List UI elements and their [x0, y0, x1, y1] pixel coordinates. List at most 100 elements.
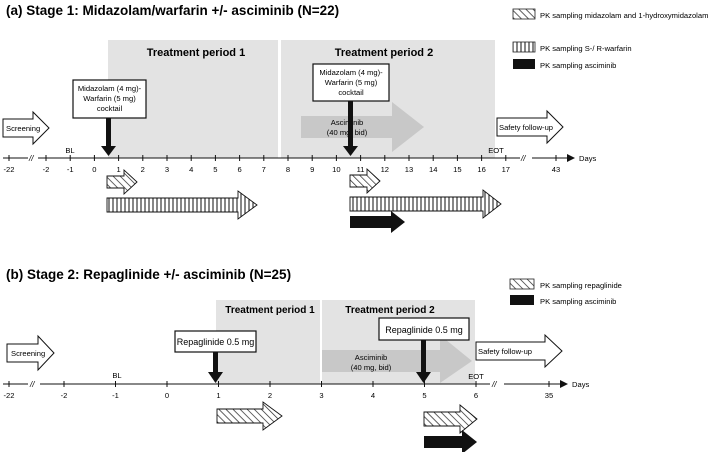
stage1-dose-arrow-day1 — [101, 118, 116, 156]
stage2-tick-label: -2 — [61, 391, 68, 400]
stage1-tick-label: 12 — [381, 165, 389, 174]
stage1-tick-label: 15 — [453, 165, 461, 174]
stage1-tick-label: 17 — [502, 165, 510, 174]
stage2-pk-asciminib-arrow — [424, 430, 477, 452]
stage1-asciminib-line1: Asciminib — [331, 118, 364, 127]
stage2-eot-label: EOT — [468, 372, 484, 381]
stage1-pk-midazolam-arrow-1 — [106, 168, 138, 196]
stage1-tick-label: 1 — [116, 165, 120, 174]
legend-solid-swatch — [513, 59, 535, 69]
stage1-tick-label: 7 — [262, 165, 266, 174]
stage2-tick-label: 0 — [165, 391, 169, 400]
stage2-period2-label: Treatment period 2 — [345, 305, 435, 316]
stage2-tick-label: 6 — [474, 391, 478, 400]
stage1-cocktail-box-2-line2: Warfarin (5 mg) — [325, 78, 378, 87]
stage2-tick-label: -1 — [112, 391, 119, 400]
stage2-tick-label: 4 — [371, 391, 375, 400]
stage2-pk-repaglinide-arrow-1 — [216, 401, 283, 431]
stage2-screening-label: Screening — [11, 349, 45, 358]
stage1-pk-warfarin-arrow-1 — [106, 190, 258, 220]
stage2-legend: PK sampling repaglinide PK sampling asci… — [509, 278, 622, 306]
stage1-legend: PK sampling midazolam and 1-hydroxymidaz… — [512, 8, 708, 70]
stage2-tick-label: -22 — [4, 391, 15, 400]
stage2-tick-label: 35 — [545, 391, 553, 400]
stage1-tick-label: 10 — [332, 165, 340, 174]
stage1-tick-label: 0 — [92, 165, 96, 174]
stage2-asciminib-arrow — [322, 335, 472, 383]
stage2-period1-label: Treatment period 1 — [225, 305, 315, 316]
stage1-safety-arrow — [496, 109, 564, 145]
stage1-period1-label: Treatment period 1 — [147, 47, 245, 59]
stage2-asciminib-line2: (40 mg, bid) — [351, 363, 392, 372]
stage1-dose-arrow-day11 — [343, 101, 358, 156]
stage2-pk-repaglinide-arrow-2 — [423, 404, 478, 434]
stage2-bl-label: BL — [112, 371, 121, 380]
legend-hatch-swatch — [512, 8, 536, 20]
stage1-pk-warfarin-arrow-2 — [349, 189, 502, 219]
stage1-tick-label: 4 — [189, 165, 193, 174]
stage1-period2-label: Treatment period 2 — [335, 47, 433, 59]
legend-item-midazolam: PK sampling midazolam and 1-hydroxymidaz… — [540, 11, 708, 20]
legend-solid-swatch — [510, 295, 534, 305]
stage1-tick-label: 9 — [310, 165, 314, 174]
stage2-tick-labels: -22 -2 -1 0 1 2 3 4 5 6 35 — [4, 381, 553, 400]
legend-item-asciminib: PK sampling asciminib — [540, 297, 616, 306]
stage1-axis-break-2: // — [520, 154, 526, 163]
stage2-safety-arrow — [475, 333, 563, 369]
stage1-eot-label: EOT — [488, 146, 504, 155]
stage2-tick-label: 2 — [268, 391, 272, 400]
stage2-asciminib-line1: Asciminib — [355, 353, 388, 362]
stage1-pk-asciminib-arrow — [350, 211, 405, 233]
stage2-axis-days-label: Days — [572, 380, 590, 389]
stage2-axis-break-2: // — [491, 380, 497, 389]
stage1-tick-label: 11 — [357, 165, 365, 174]
stage2-title: (b) Stage 2: Repaglinide +/- asciminib (… — [6, 267, 291, 282]
stage1-panel: (a) Stage 1: Midazolam/warfarin +/- asci… — [2, 3, 708, 233]
stage1-tick-label: -2 — [43, 165, 50, 174]
stage2-tick-label: 3 — [319, 391, 323, 400]
stage1-tick-label: 5 — [213, 165, 217, 174]
stage2-tick-label: 1 — [216, 391, 220, 400]
stage2-repaglinide-box-2-label: Repaglinide 0.5 mg — [385, 325, 463, 335]
stage1-axis-break-1: // — [28, 154, 34, 163]
stage1-safety-label: Safety follow-up — [499, 123, 553, 132]
legend-item-repaglinide: PK sampling repaglinide — [540, 281, 622, 290]
stage1-screening-label: Screening — [6, 124, 40, 133]
stage1-title: (a) Stage 1: Midazolam/warfarin +/- asci… — [6, 3, 339, 18]
stage2-axis-break-1: // — [29, 380, 35, 389]
stage1-tick-label: 3 — [165, 165, 169, 174]
stage1-asciminib-arrow — [301, 102, 424, 152]
stage1-cocktail-box-1-line1: Midazolam (4 mg)- — [78, 84, 142, 93]
legend-item-warfarin: PK sampling S-/ R-warfarin — [540, 44, 632, 53]
stage1-asciminib-line2: (40 mg, bid) — [327, 128, 368, 137]
stage1-screening-arrow — [2, 110, 50, 146]
stage1-tick-label: 8 — [286, 165, 290, 174]
legend-item-asciminib: PK sampling asciminib — [540, 61, 616, 70]
stage1-bl-label: BL — [65, 146, 74, 155]
stage1-tick-label: 2 — [141, 165, 145, 174]
stage2-dose-arrow-day1 — [208, 352, 223, 383]
stage1-tick-label: -1 — [67, 165, 74, 174]
stage1-cocktail-box-2-line1: Midazolam (4 mg)- — [319, 68, 383, 77]
stage1-cocktail-box-1-line2: Warfarin (5 mg) — [83, 94, 136, 103]
stage2-panel: (b) Stage 2: Repaglinide +/- asciminib (… — [3, 267, 622, 452]
stage1-tick-label: -22 — [4, 165, 15, 174]
stage1-cocktail-box-2-line3: cocktail — [338, 88, 364, 97]
stage1-cocktail-box-1-line3: cocktail — [97, 104, 123, 113]
stage2-screening-arrow — [6, 334, 55, 372]
stage2-tick-label: 5 — [422, 391, 426, 400]
stage1-tick-label: 16 — [477, 165, 485, 174]
stage2-dose-arrow-day5 — [416, 340, 431, 383]
legend-stripe-swatch — [512, 41, 536, 53]
stage1-pk-midazolam-arrow-2 — [349, 167, 381, 195]
stage2-repaglinide-box-1-label: Repaglinide 0.5 mg — [177, 337, 255, 347]
stage2-safety-label: Safety follow-up — [478, 347, 532, 356]
stage1-tick-label: 6 — [237, 165, 241, 174]
stage1-tick-label: 13 — [405, 165, 413, 174]
stage1-tick-label: 43 — [552, 165, 560, 174]
legend-hatch-swatch — [509, 278, 535, 290]
stage1-tick-label: 14 — [429, 165, 437, 174]
stage1-axis-days-label: Days — [579, 154, 597, 163]
